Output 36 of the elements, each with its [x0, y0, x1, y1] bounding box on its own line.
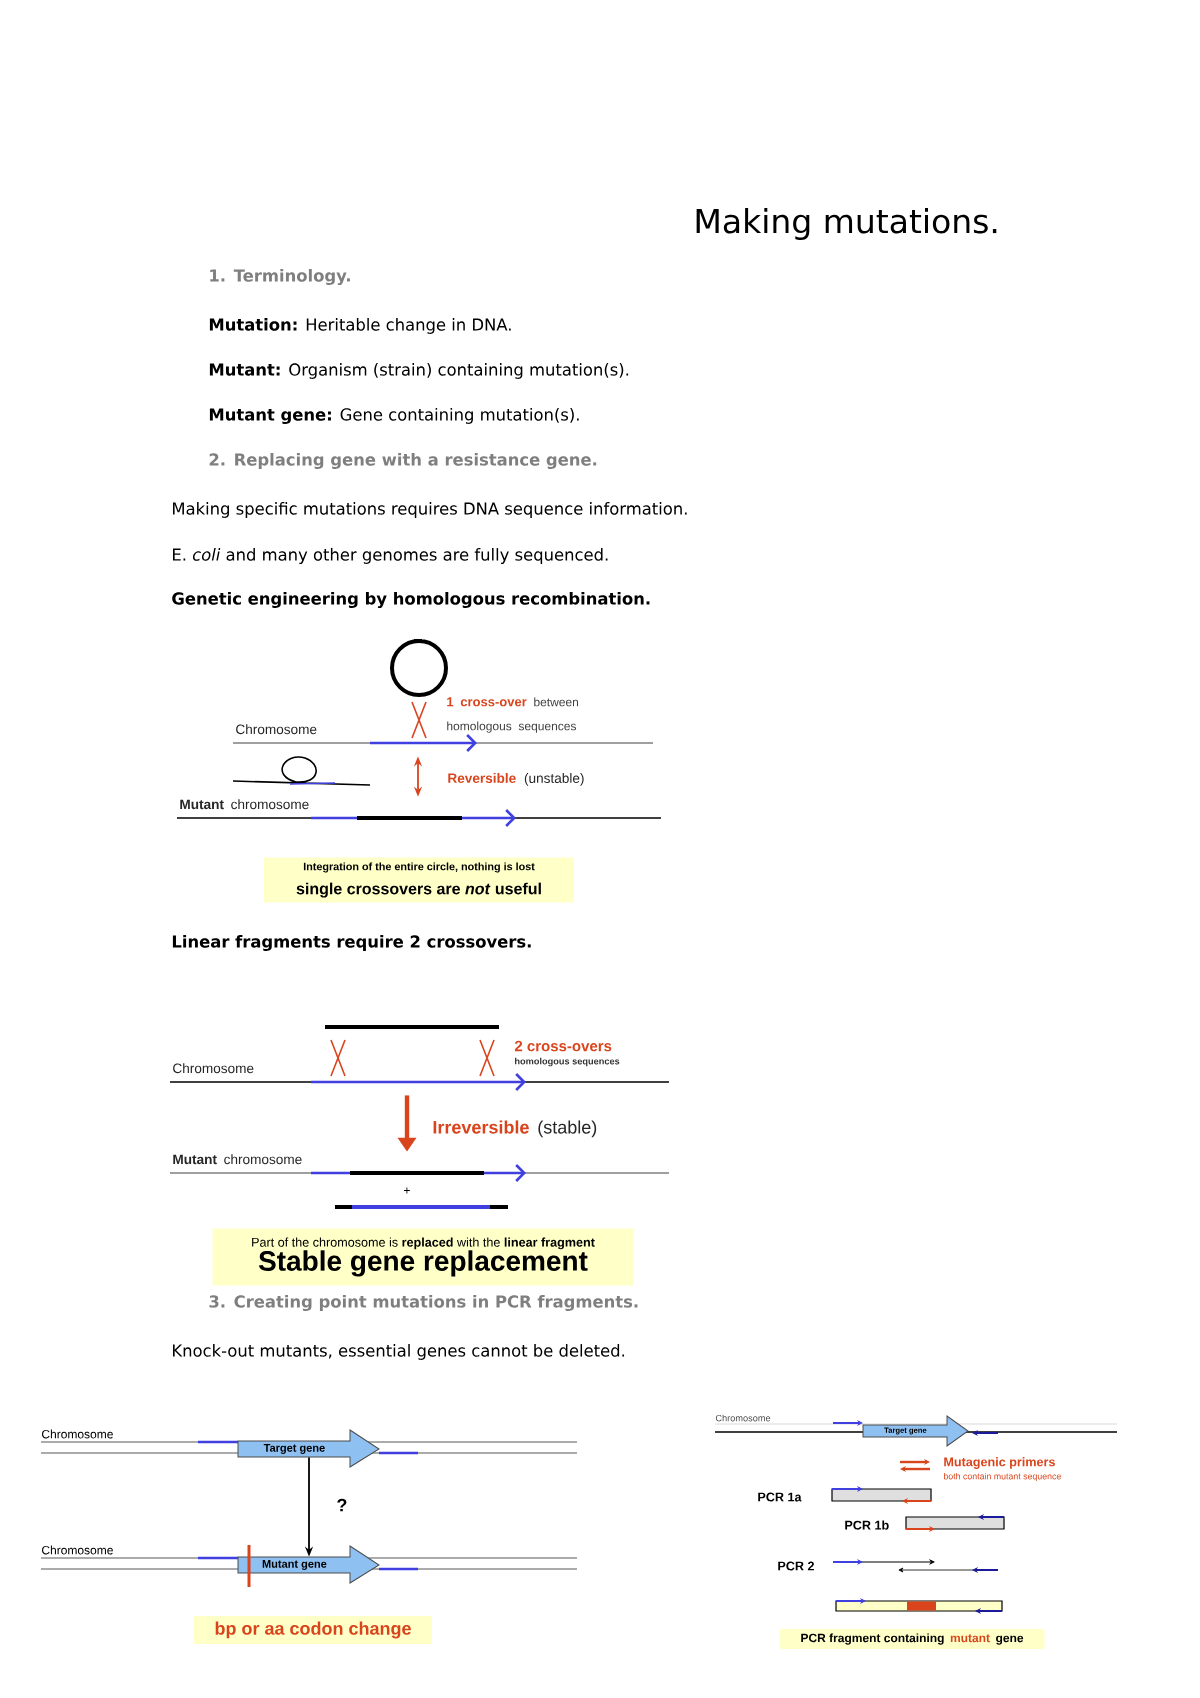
paragraph-heading: Genetic engineering by homologous recombination.: [172, 592, 650, 608]
annotation-text: Mutagenic primers: [944, 1457, 1055, 1469]
definition-text: Mutant: Organism (strain) containing mutation(s).: [209, 363, 629, 379]
pcr-product-bar: [905, 1516, 1005, 1530]
section-heading: 2. Replacing gene with a resistance gene.: [209, 453, 597, 469]
annotation-text: 1 cross-over between homologous sequences: [447, 697, 579, 733]
highlight-box: Integration of the entire circle, nothing is lost single crossovers are not useful: [264, 857, 574, 903]
paragraph: Knock-out mutants, essential genes cannot be deleted.: [173, 1344, 625, 1360]
annotation-text: (stable): [538, 1120, 597, 1138]
chromosome-label: Chromosome: [42, 1429, 113, 1439]
pcr-label: PCR 1b: [845, 1520, 889, 1530]
highlight-box: bp or aa codon change: [194, 1616, 432, 1644]
chromosome-label: Chromosome: [42, 1545, 113, 1555]
paragraph-heading: Linear fragments require 2 crossovers.: [172, 935, 531, 951]
pcr-product-bar: [831, 1488, 932, 1502]
annotation-text: (unstable): [524, 773, 584, 786]
pcr-label: PCR 2: [778, 1561, 814, 1571]
title: Making mutations.: [696, 208, 997, 240]
definition-text: Mutation: Heritable change in DNA.: [209, 318, 511, 334]
chromosome-line: Mutant chromosome: [169, 1154, 670, 1182]
paragraph: Making specific mutations requires DNA sequence information.: [173, 502, 687, 518]
pcr-product-bar: [835, 1600, 1003, 1612]
plus-sign: +: [404, 1187, 410, 1194]
chromosome-label: Chromosome: [715, 1414, 771, 1422]
annotation-text: homologous sequences: [515, 1057, 620, 1067]
edge-label: Irreversible: [431, 1119, 531, 1135]
annotation-text: both contain mutant sequence: [943, 1472, 1061, 1482]
edge-label: Reversible: [446, 772, 518, 784]
paragraph: E. coli and many other genomes are fully sequenced.: [173, 548, 608, 564]
chromosome-line: Mutant chromosome: [176, 799, 662, 827]
highlight-box: PCR fragment containing mutant gene: [779, 1629, 1045, 1649]
definition-text: Mutant gene: Gene containing mutation(s).: [209, 408, 579, 424]
edge-label: ?: [335, 1497, 349, 1513]
section-heading: 1. Terminology.: [210, 269, 350, 285]
highlight-box: Part of the chromosome is replaced with the linear fragment Stable gene replacement: [212, 1228, 634, 1286]
pcr-label: PCR 1a: [758, 1492, 802, 1502]
